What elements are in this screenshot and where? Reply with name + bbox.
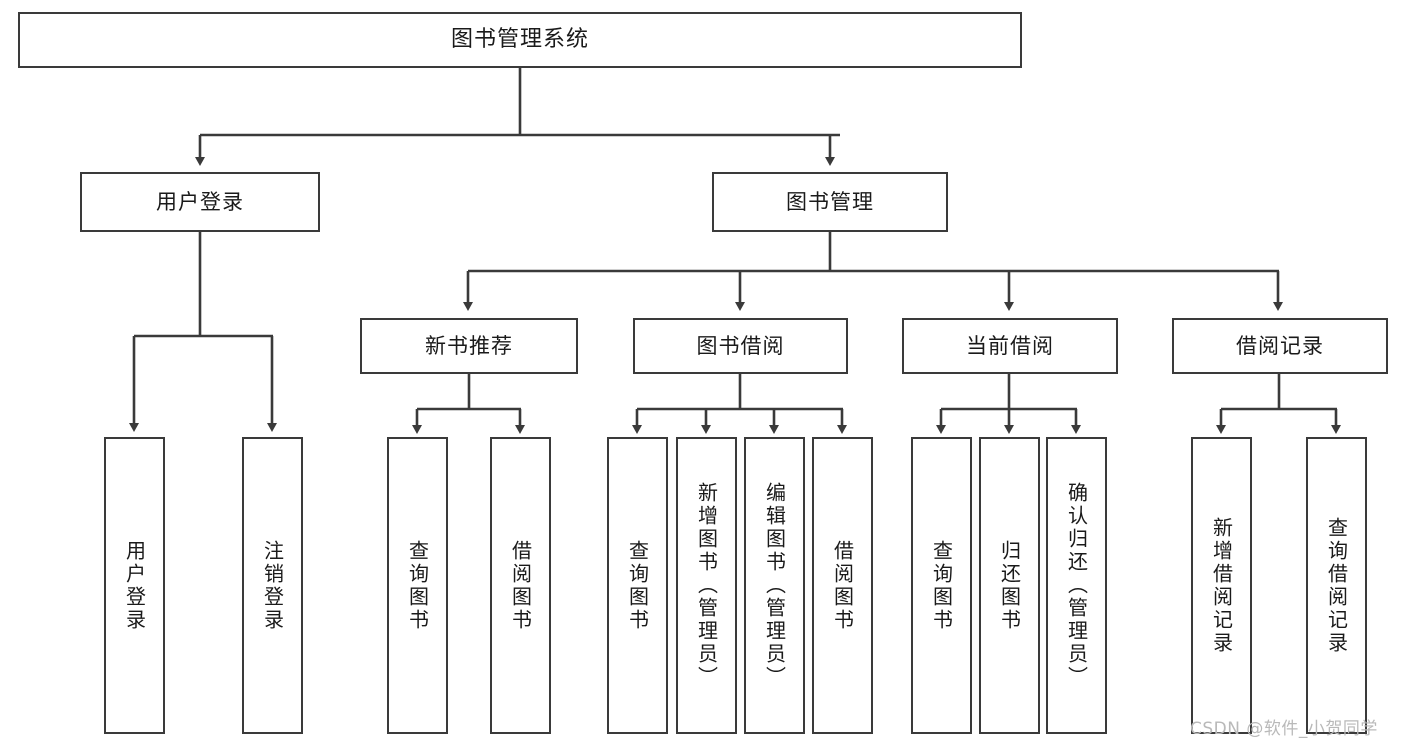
node-user-login-label: 用户登录 <box>156 189 244 214</box>
leaf-user-login-logout[interactable]: 注销登录 <box>242 437 303 734</box>
node-borrow-record[interactable]: 借阅记录 <box>1172 318 1388 374</box>
node-current-borrow[interactable]: 当前借阅 <box>902 318 1118 374</box>
leaf-label: 新增借阅记录 <box>1209 516 1234 655</box>
node-new-book-recommend-label: 新书推荐 <box>425 333 513 358</box>
leaf-book-borrow-borrow-book[interactable]: 借阅图书 <box>812 437 873 734</box>
leaf-label: 查询图书 <box>929 539 954 632</box>
leaf-label: 查询图书 <box>405 539 430 632</box>
leaf-user-login-login[interactable]: 用户登录 <box>104 437 165 734</box>
leaf-label: 查询借阅记录 <box>1324 516 1349 655</box>
node-book-borrow[interactable]: 图书借阅 <box>633 318 848 374</box>
leaf-book-borrow-edit-book-admin[interactable]: 编辑图书（管理员） <box>744 437 805 734</box>
leaf-book-borrow-query-book[interactable]: 查询图书 <box>607 437 668 734</box>
node-book-management[interactable]: 图书管理 <box>712 172 948 232</box>
leaf-book-borrow-add-book-admin[interactable]: 新增图书（管理员） <box>676 437 737 734</box>
leaf-label: 查询图书 <box>625 539 650 632</box>
leaf-label: 新增图书（管理员） <box>694 482 719 689</box>
leaf-new-book-query-book[interactable]: 查询图书 <box>387 437 448 734</box>
leaf-current-borrow-confirm-return-admin[interactable]: 确认归还（管理员） <box>1046 437 1107 734</box>
node-book-management-label: 图书管理 <box>786 189 874 214</box>
leaf-borrow-record-add-record[interactable]: 新增借阅记录 <box>1191 437 1252 734</box>
node-book-borrow-label: 图书借阅 <box>696 333 785 358</box>
node-borrow-record-label: 借阅记录 <box>1236 333 1324 358</box>
node-user-login[interactable]: 用户登录 <box>80 172 320 232</box>
leaf-label: 确认归还（管理员） <box>1064 482 1089 689</box>
node-new-book-recommend[interactable]: 新书推荐 <box>360 318 578 374</box>
leaf-label: 归还图书 <box>997 539 1022 632</box>
leaf-label: 用户登录 <box>122 539 147 632</box>
leaf-label: 注销登录 <box>260 539 285 632</box>
leaf-new-book-borrow-book[interactable]: 借阅图书 <box>490 437 551 734</box>
node-current-borrow-label: 当前借阅 <box>966 333 1054 358</box>
leaf-borrow-record-query-record[interactable]: 查询借阅记录 <box>1306 437 1367 734</box>
leaf-current-borrow-query-book[interactable]: 查询图书 <box>911 437 972 734</box>
leaf-current-borrow-return-book[interactable]: 归还图书 <box>979 437 1040 734</box>
leaf-label: 编辑图书（管理员） <box>762 482 787 689</box>
leaf-label: 借阅图书 <box>830 539 855 632</box>
watermark-text: CSDN @软件_小贺同学 <box>1190 719 1378 739</box>
leaf-label: 借阅图书 <box>508 539 533 632</box>
node-root-label: 图书管理系统 <box>450 26 589 52</box>
node-root-book-management-system[interactable]: 图书管理系统 <box>18 12 1022 68</box>
